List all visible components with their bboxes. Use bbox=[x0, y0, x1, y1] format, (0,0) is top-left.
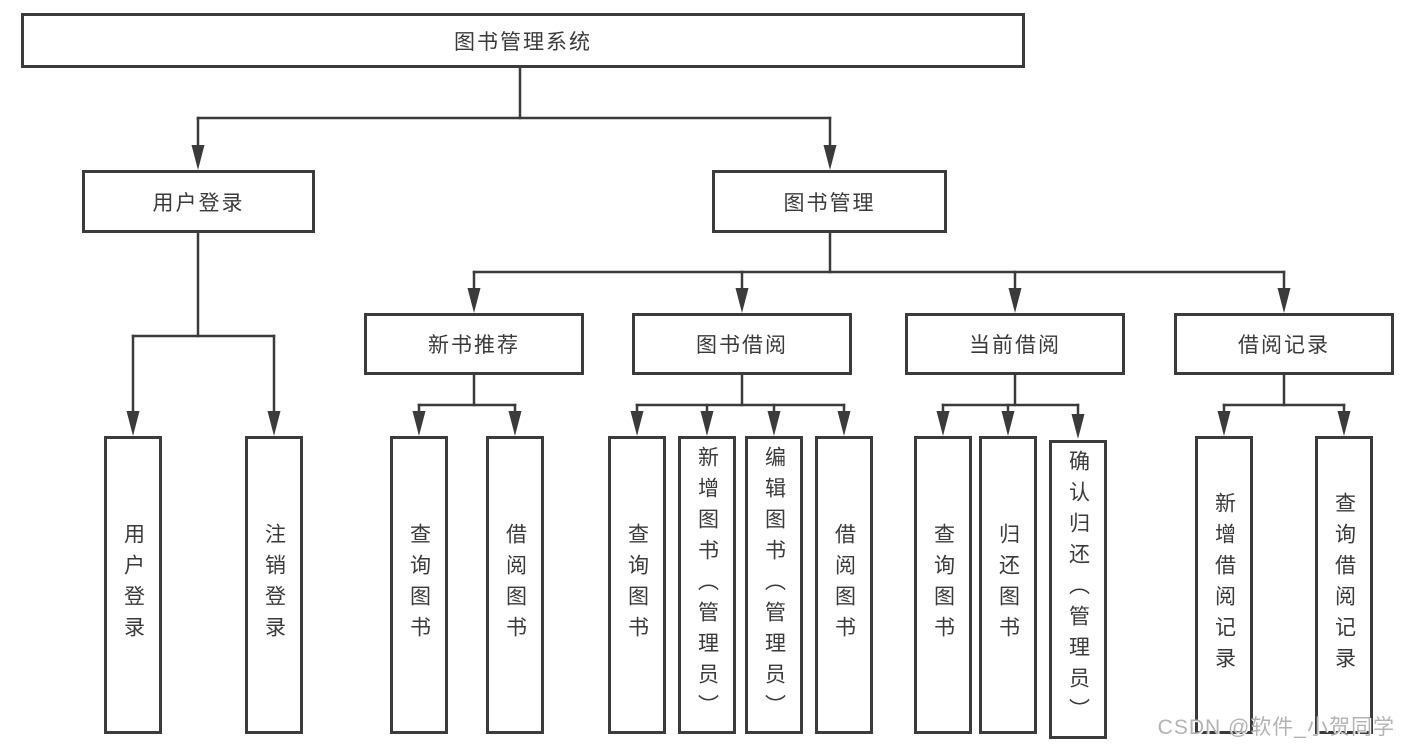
connector-root bbox=[191, 66, 837, 170]
leaf-records-query-record: 查询借阅记录 bbox=[1315, 436, 1373, 734]
node-book-management: 图书管理 bbox=[712, 170, 947, 233]
leaf-borrow-query-books: 查询图书 bbox=[608, 436, 666, 734]
connector-borrow-records bbox=[1217, 373, 1351, 436]
leaf-borrow-edit-books-admin: 编辑图书（管理员） bbox=[745, 436, 803, 734]
node-borrowing-records: 借阅记录 bbox=[1174, 313, 1394, 375]
csdn-watermark: CSDN @软件_小贺同学 bbox=[1157, 716, 1395, 739]
node-new-book-recommend: 新书推荐 bbox=[364, 313, 584, 375]
leaf-current-query-books: 查询图书 bbox=[914, 436, 972, 734]
leaf-newbooks-borrow-books: 借阅图书 bbox=[486, 436, 544, 734]
connector-new-books bbox=[412, 373, 522, 436]
connector-book-mgmt bbox=[467, 231, 1291, 313]
connector-book-borrow bbox=[630, 373, 851, 436]
leaf-records-add-record: 新增借阅记录 bbox=[1195, 436, 1253, 734]
leaf-user-login: 用户登录 bbox=[104, 436, 162, 734]
leaf-newbooks-query-books: 查询图书 bbox=[390, 436, 448, 734]
leaf-borrow-add-books-admin: 新增图书（管理员） bbox=[678, 436, 736, 734]
node-root-system: 图书管理系统 bbox=[21, 13, 1025, 68]
connector-user-login bbox=[126, 231, 281, 436]
node-current-borrowing: 当前借阅 bbox=[905, 313, 1125, 375]
leaf-current-return-books: 归还图书 bbox=[979, 436, 1037, 734]
leaf-current-confirm-return-admin: 确认归还（管理员） bbox=[1049, 440, 1107, 739]
connector-current-borrow bbox=[936, 373, 1085, 439]
leaf-borrow-borrow-books: 借阅图书 bbox=[815, 436, 873, 734]
node-book-borrowing: 图书借阅 bbox=[632, 313, 852, 375]
leaf-logout: 注销登录 bbox=[245, 436, 303, 734]
node-user-login: 用户登录 bbox=[82, 170, 315, 233]
